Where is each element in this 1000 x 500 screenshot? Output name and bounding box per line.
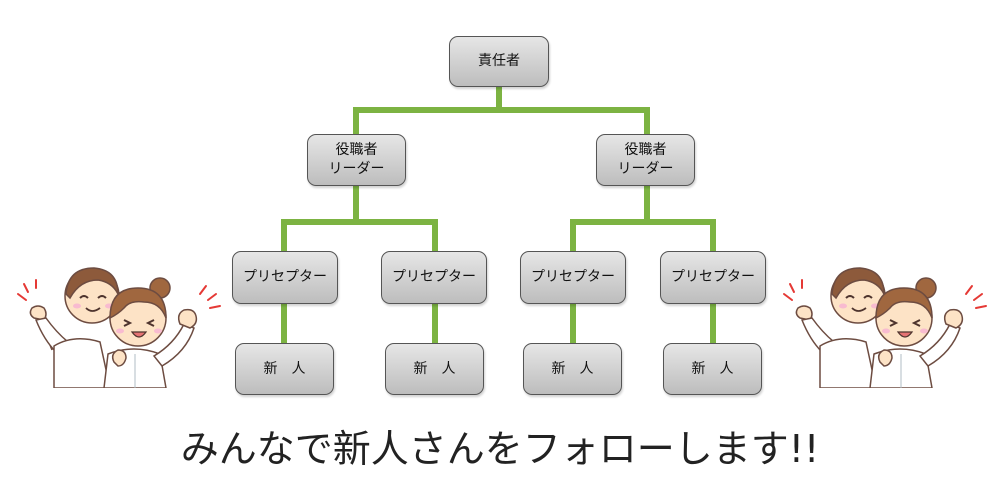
node-label-line1: 役職者 [624,142,667,158]
node-preceptor-3: プリセプター [520,251,626,304]
node-newbie-1: 新人 [235,343,334,395]
node-label: 新人 [551,360,608,377]
node-label-line1: 役職者 [335,142,378,158]
node-newbie-2: 新人 [385,343,484,395]
slogan-text: みんなで新人さんをフォローします!! [180,427,820,471]
node-label: 新人 [413,360,470,377]
node-label: プリセプター [243,269,327,285]
node-label: 責任者 [478,53,520,69]
node-label: プリセプター [671,269,755,285]
node-label-line2: リーダー [617,161,674,177]
cheering-nurses-illustration-left [17,267,221,388]
node-preceptor-1: プリセプター [232,251,338,304]
node-preceptor-2: プリセプター [381,251,487,304]
node-label: 新人 [691,360,748,377]
node-label: プリセプター [392,269,476,285]
node-leader-left: 役職者 リーダー [307,134,406,186]
node-newbie-4: 新人 [663,343,762,395]
node-label: 新人 [263,360,320,377]
node-leader-right: 役職者 リーダー [596,134,695,186]
node-newbie-3: 新人 [523,343,622,395]
node-preceptor-4: プリセプター [660,251,766,304]
node-label: プリセプター [531,269,615,285]
node-label-line2: リーダー [328,161,385,177]
node-responsible-person: 責任者 [449,36,549,87]
cheering-nurses-illustration-right [783,267,987,388]
